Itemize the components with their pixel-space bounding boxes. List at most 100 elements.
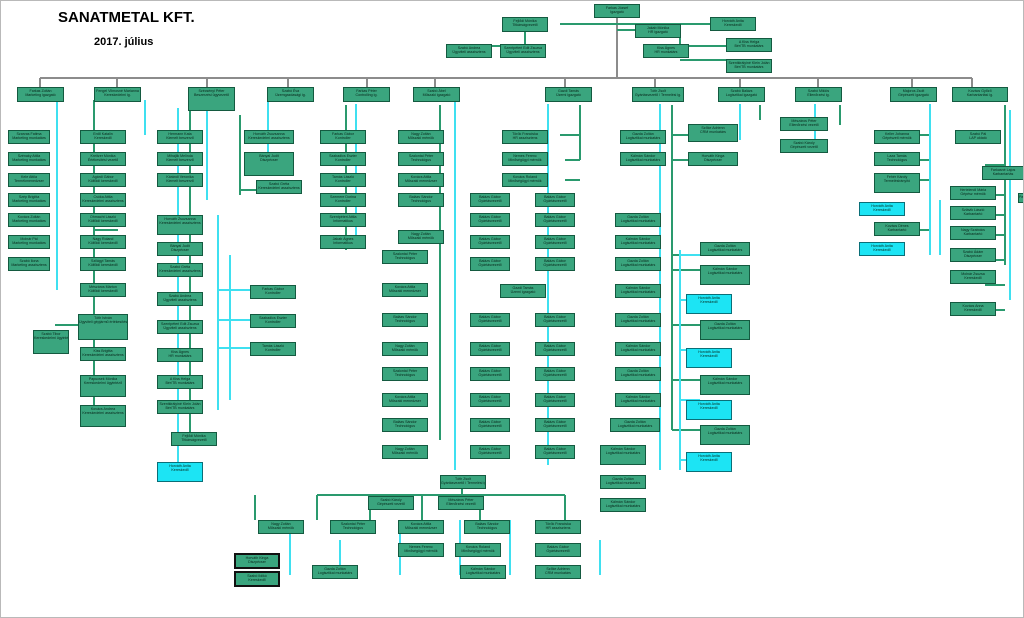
top-level-connector (39, 14, 973, 87)
node-maintenance-9: Papp Réka (1018, 193, 1024, 203)
page-title: SANATMETAL KFT. (58, 9, 195, 26)
